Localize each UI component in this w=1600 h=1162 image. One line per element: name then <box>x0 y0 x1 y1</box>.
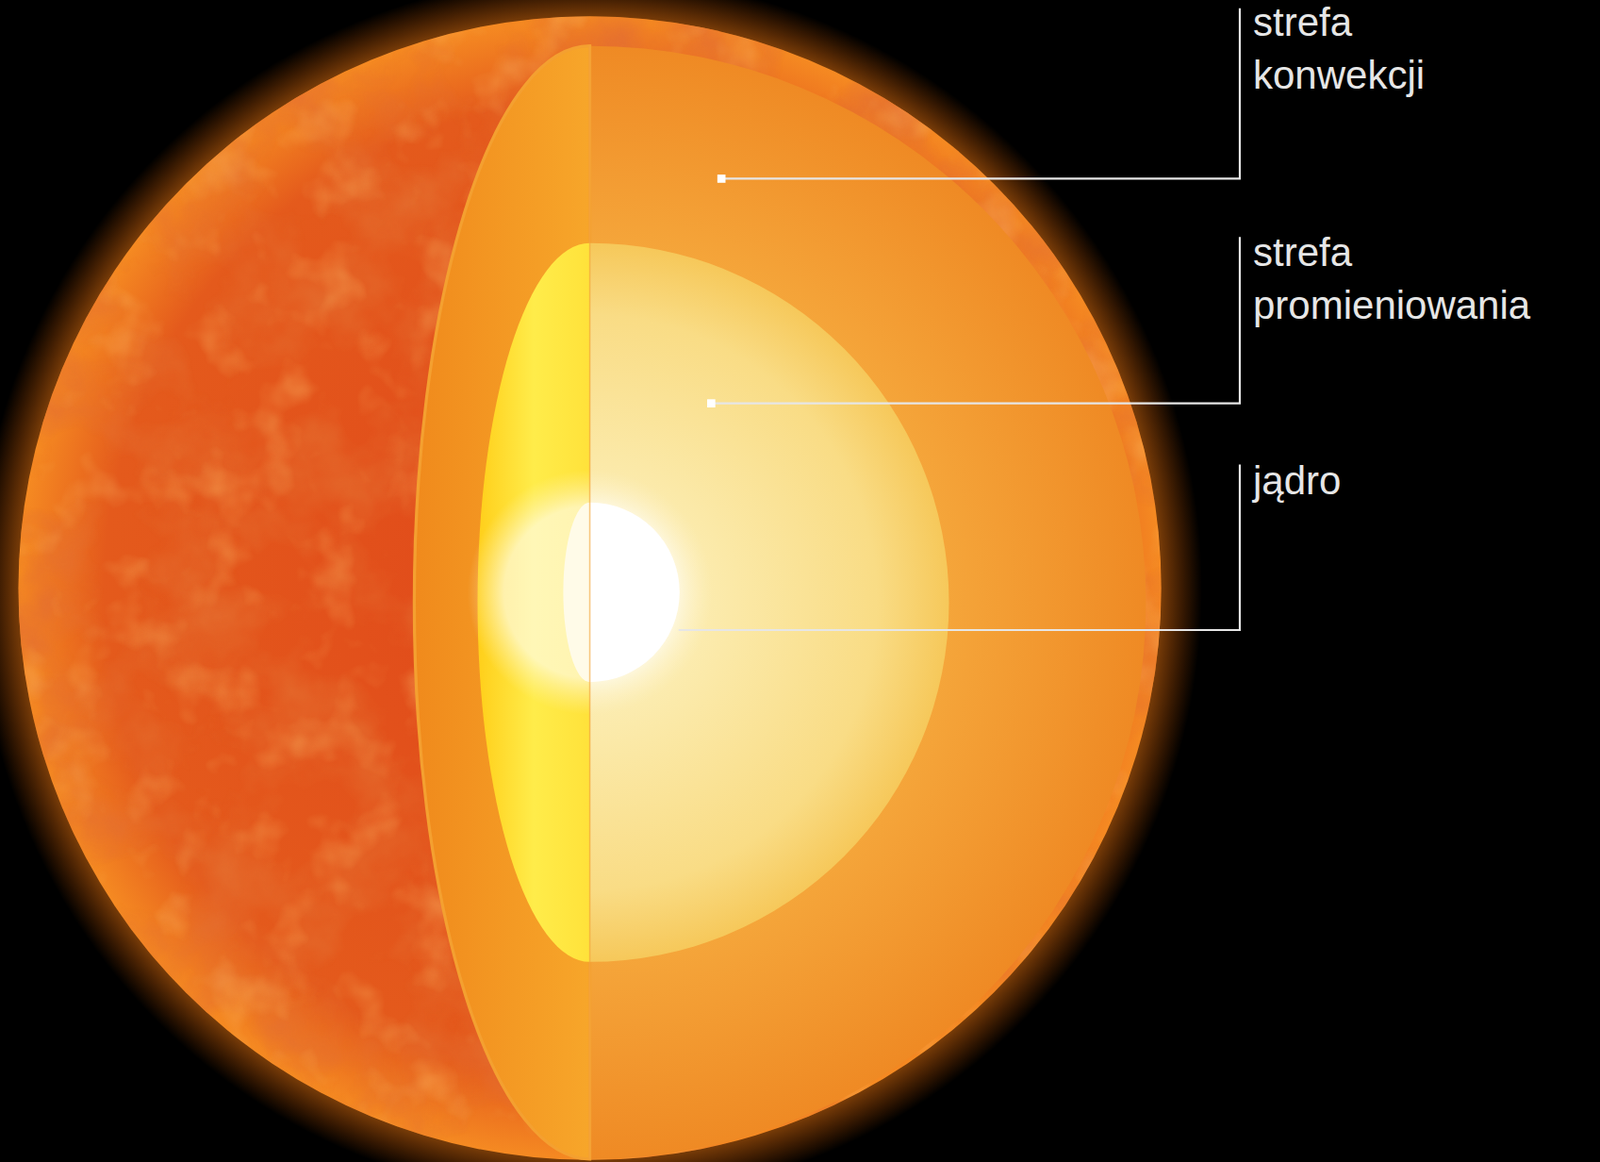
layer-label: jądro <box>1253 454 1341 508</box>
layer-label: strefa promieniowania <box>1253 226 1531 332</box>
layer-label: strefa konwekcji <box>1253 0 1425 102</box>
